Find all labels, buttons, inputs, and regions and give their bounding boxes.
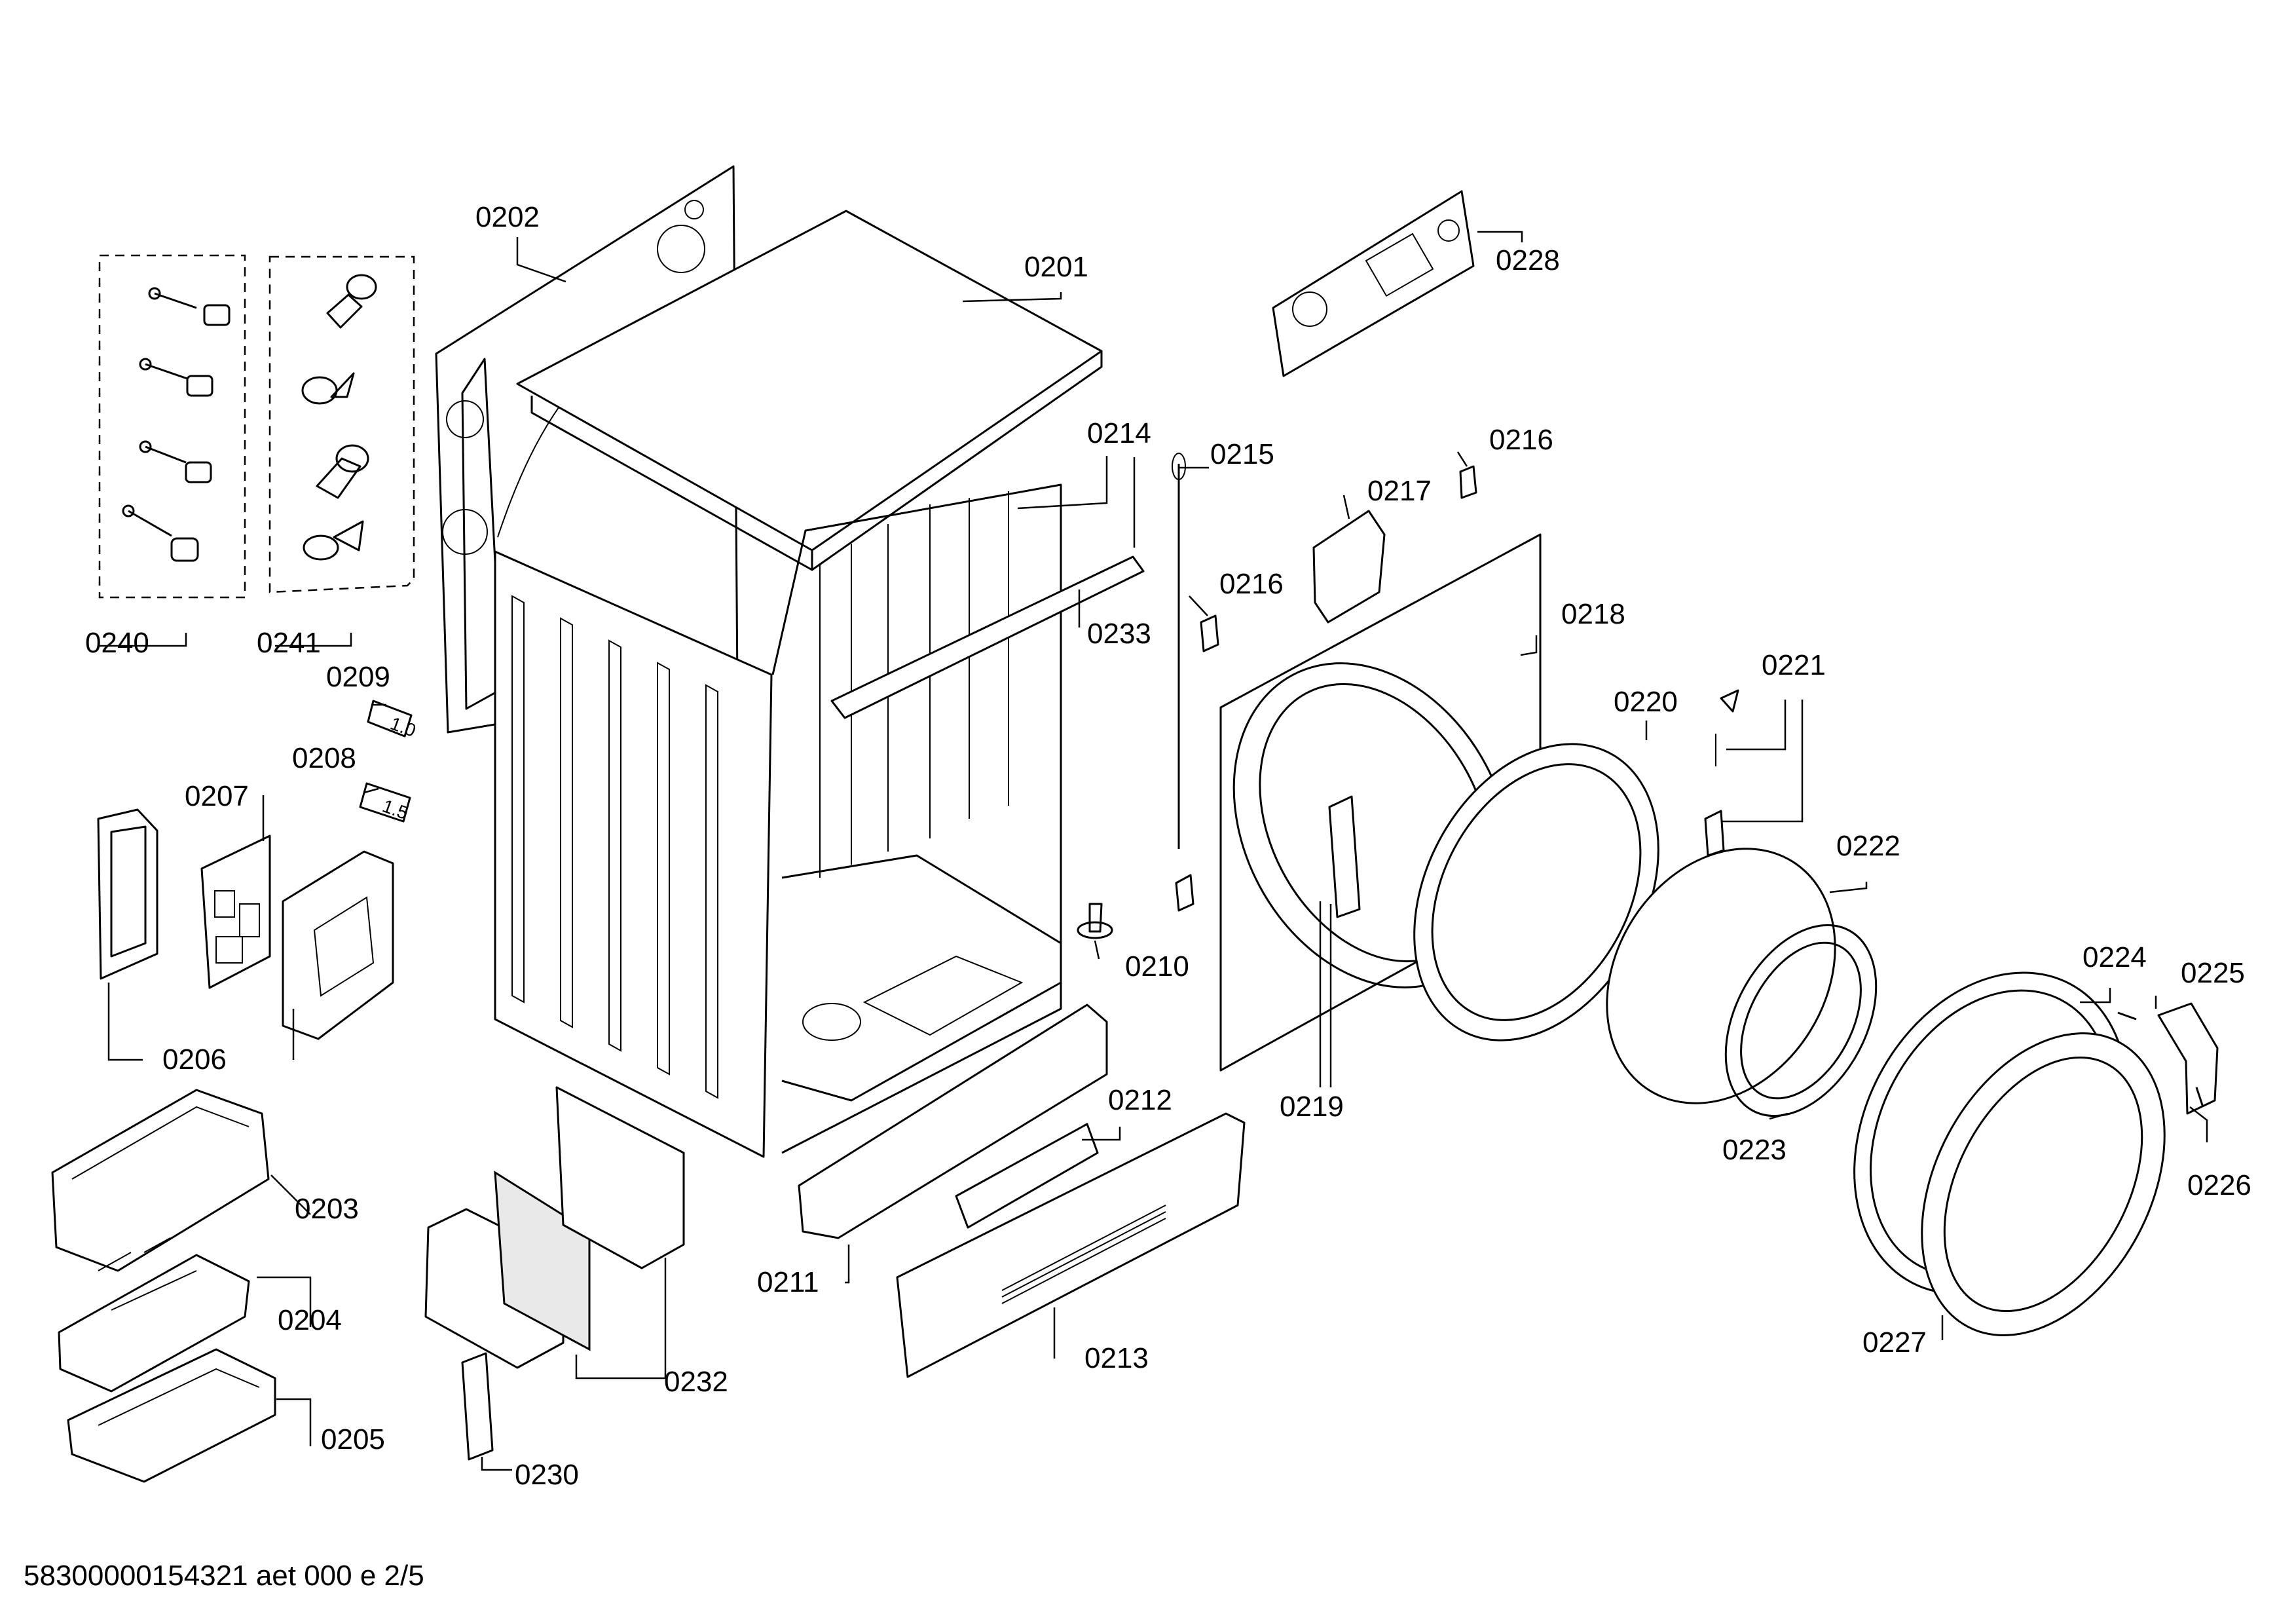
label-0204: 0204: [278, 1304, 342, 1336]
control-board-0207: [200, 835, 271, 989]
label-0201: 0201: [1024, 251, 1088, 283]
label-0202: 0202: [475, 201, 540, 233]
label-0230: 0230: [515, 1459, 579, 1491]
label-0225: 0225: [2181, 957, 2245, 989]
leader-lines: [98, 231, 2208, 1471]
label-0240: 0240: [85, 627, 149, 659]
label-0211: 0211: [757, 1266, 819, 1298]
tray-0205: [67, 1348, 276, 1483]
label-0226: 0226: [2187, 1169, 2251, 1201]
label-0216-lower: 0216: [1219, 568, 1284, 600]
label-0210: 0210: [1125, 950, 1189, 983]
label-0205: 0205: [321, 1423, 385, 1455]
label-0213: 0213: [1084, 1342, 1149, 1374]
capacitor-0208: 1.5: [359, 782, 411, 823]
label-0223: 0223: [1722, 1134, 1787, 1166]
label-0212: 0212: [1108, 1084, 1172, 1116]
fascia-0211: [798, 1004, 1108, 1239]
label-0217: 0217: [1367, 475, 1432, 507]
label-0222: 0222: [1836, 830, 1900, 862]
handle-0219: [1328, 795, 1361, 918]
label-0219: 0219: [1280, 1091, 1344, 1123]
hardware-kit-0240: [98, 254, 246, 599]
label-0224: 0224: [2083, 941, 2147, 973]
label-0233: 0233: [1087, 618, 1151, 650]
bracket-0230: [461, 1352, 494, 1461]
panel-0212: [955, 1123, 1099, 1229]
label-0206: 0206: [162, 1043, 227, 1076]
hardware-kit-0241: [268, 255, 415, 593]
rod-0215: [1172, 453, 1186, 849]
glass-0222: [1606, 848, 1836, 1104]
cross-brace-0233: [830, 555, 1145, 719]
label-0218: 0218: [1561, 598, 1625, 630]
latch-0225-0226: [2117, 1002, 2219, 1115]
hinge-0216: [1175, 465, 1477, 912]
label-0208: 0208: [292, 742, 356, 774]
label-0241: 0241: [257, 627, 321, 659]
label-0216-upper: 0216: [1489, 424, 1553, 456]
board-0204: [58, 1237, 250, 1393]
module-0206-right: [282, 850, 394, 1040]
gasket-0223: [1724, 924, 1878, 1117]
label-0220: 0220: [1614, 686, 1678, 718]
control-panel-0228: [1272, 190, 1475, 377]
label-0232: 0232: [664, 1366, 728, 1398]
label-0203: 0203: [295, 1193, 359, 1225]
module-0206-left: [97, 808, 158, 980]
label-0207: 0207: [185, 780, 249, 812]
label-0221: 0221: [1762, 649, 1826, 681]
hook-0221: [1704, 689, 1739, 857]
label-0215: 0215: [1210, 438, 1274, 470]
label-0228: 0228: [1496, 244, 1560, 276]
part-labels: 0201 0202 0203 0204 0205 0206 0207 0208 …: [85, 201, 2251, 1491]
foot-0210: [1077, 903, 1113, 939]
plinth-0213: [896, 1112, 1246, 1378]
capacitor-0209: 1.0: [367, 700, 418, 741]
housing-0203: [51, 1089, 270, 1272]
label-0214: 0214: [1087, 417, 1151, 449]
power-module-0232: [424, 1086, 685, 1369]
label-0227: 0227: [1862, 1326, 1927, 1359]
document-reference-footer: 58300000154321 aet 000 e 2/5: [24, 1560, 424, 1592]
frame-0227: [1921, 1032, 2166, 1336]
label-0209: 0209: [326, 661, 390, 693]
lock-0217: [1312, 510, 1386, 624]
cabinet-frame: [494, 210, 1145, 1158]
